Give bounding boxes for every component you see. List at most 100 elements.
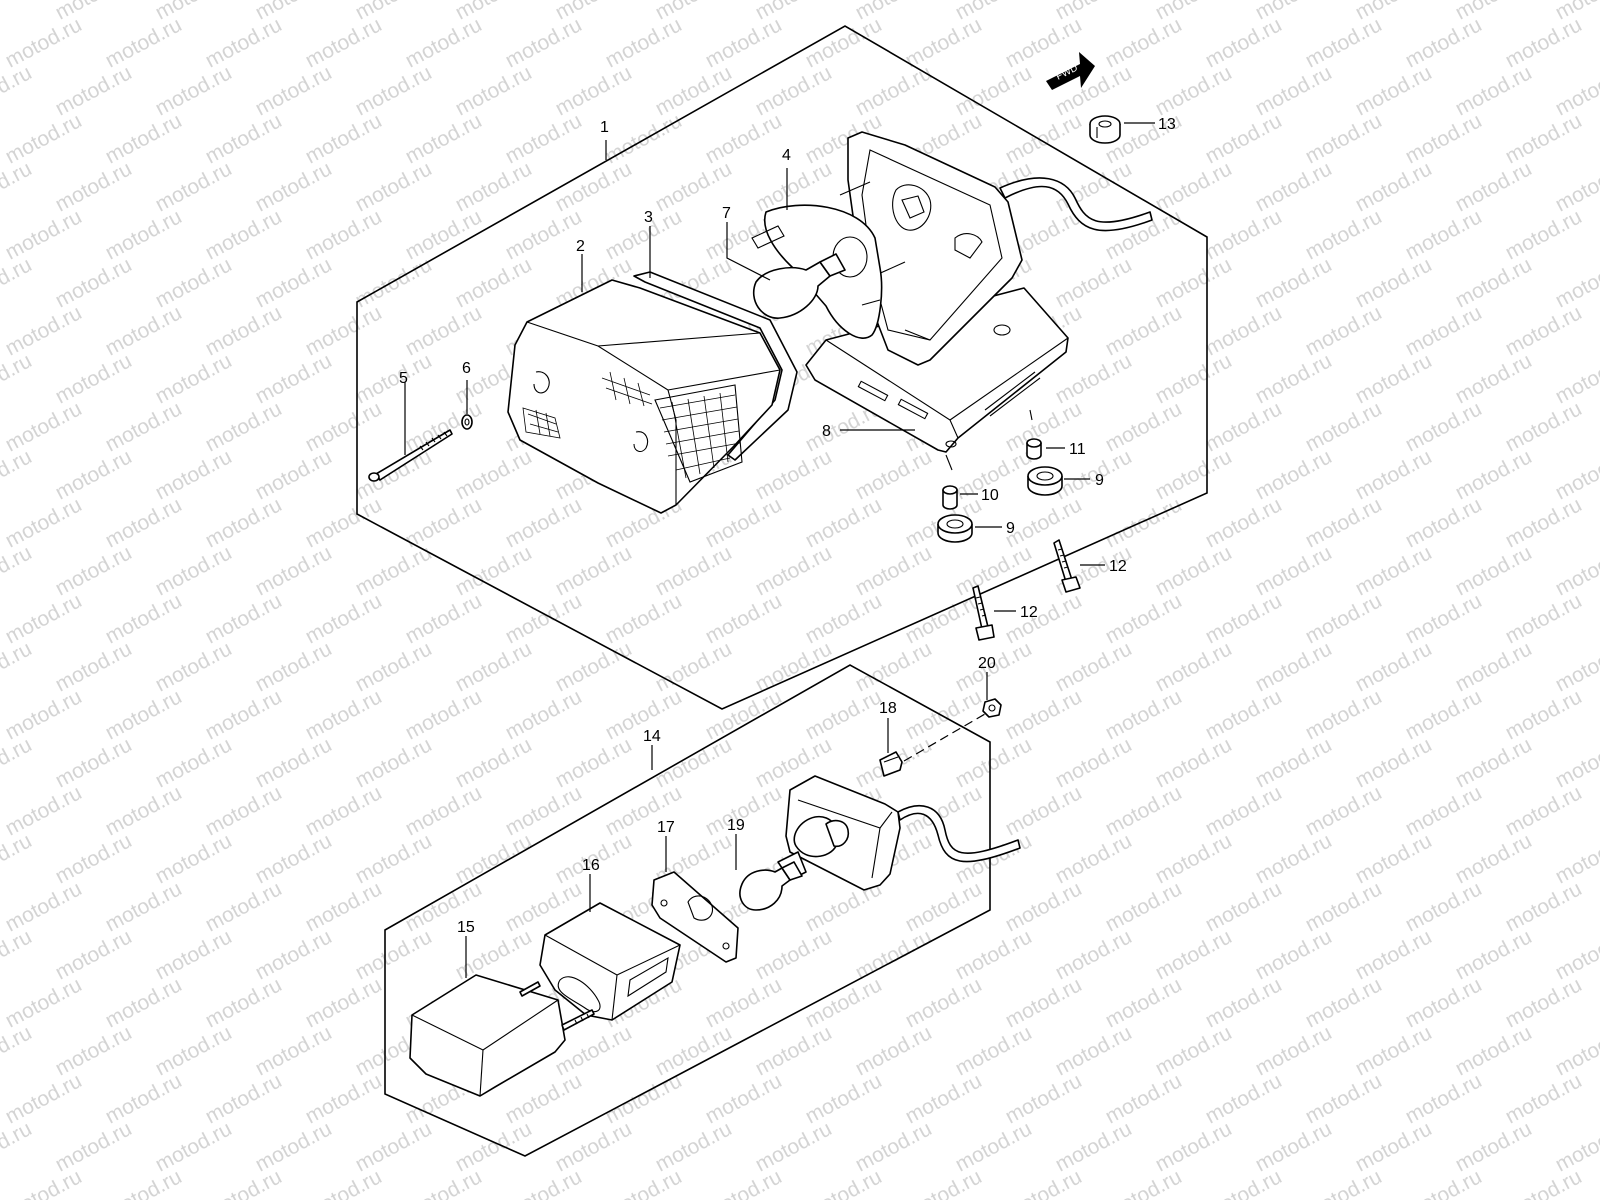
watermark-text: motod.ru [1502, 973, 1586, 1032]
watermark-text: motod.ru [1502, 781, 1586, 840]
callout-12-upper: 12 [1109, 558, 1127, 575]
watermark-text: motod.ru [202, 493, 286, 552]
watermark-text: motod.ru [1352, 1117, 1436, 1176]
watermark-text: motod.ru [102, 589, 186, 648]
collar-10 [942, 485, 958, 510]
grommet-9-upper [1027, 466, 1063, 496]
watermark-text: motod.ru [302, 109, 386, 168]
watermark-text: motod.ru [1352, 445, 1436, 504]
watermark-text: motod.ru [1002, 685, 1086, 744]
watermark-text: motod.ru [0, 349, 36, 408]
watermark-text: motod.ru [402, 13, 486, 72]
watermark-text: motod.ru [52, 1021, 136, 1080]
watermark-text: motod.ru [1252, 829, 1336, 888]
callout-13: 13 [1158, 116, 1176, 133]
washer-6 [461, 414, 473, 430]
watermark-text: motod.ru [1202, 493, 1286, 552]
watermark-text: motod.ru [502, 493, 586, 552]
watermark-text: motod.ru [202, 973, 286, 1032]
watermark-text: motod.ru [202, 781, 286, 840]
watermark-text: motod.ru [52, 637, 136, 696]
watermark-text: motod.ru [102, 301, 186, 360]
watermark-text: motod.ru [302, 301, 386, 360]
watermark-text: motod.ru [702, 109, 786, 168]
watermark-text: motod.ru [302, 877, 386, 936]
watermark-text: motod.ru [152, 925, 236, 984]
watermark-text: motod.ru [1402, 685, 1486, 744]
lens-15 [409, 974, 595, 1097]
watermark-text: motod.ru [702, 1069, 786, 1128]
watermark-text: motod.ru [252, 253, 336, 312]
watermark-text: motod.ru [2, 397, 86, 456]
watermark-text: motod.ru [1302, 973, 1386, 1032]
watermark-text: motod.ru [1152, 637, 1236, 696]
watermark-text: motod.ru [202, 1165, 286, 1200]
watermark-text: motod.ru [252, 1117, 336, 1176]
watermark-text: motod.ru [1302, 781, 1386, 840]
watermark-text: motod.ru [852, 1021, 936, 1080]
callout-16: 16 [582, 857, 600, 874]
watermark-text: motod.ru [752, 925, 836, 984]
watermark-text: motod.ru [752, 445, 836, 504]
callout-9-lower: 9 [1006, 520, 1015, 537]
watermark-text: motod.ru [1402, 781, 1486, 840]
callout-5: 5 [399, 370, 408, 387]
bulb-19 [739, 861, 803, 911]
watermark-text: motod.ru [952, 1021, 1036, 1080]
watermark-text: motod.ru [352, 349, 436, 408]
watermark-text: motod.ru [1452, 733, 1536, 792]
watermark-text: motod.ru [1302, 589, 1386, 648]
watermark-text: motod.ru [202, 589, 286, 648]
watermark-text: motod.ru [802, 1165, 886, 1200]
watermark-text: motod.ru [252, 925, 336, 984]
watermark-text: motod.ru [1052, 733, 1136, 792]
watermark-text: motod.ru [1152, 445, 1236, 504]
watermark-text: motod.ru [2, 205, 86, 264]
callout-17: 17 [657, 819, 675, 836]
watermark-text: motod.ru [702, 493, 786, 552]
watermark-text: motod.ru [0, 1117, 36, 1176]
watermark-text: motod.ru [802, 1069, 886, 1128]
watermark-text: motod.ru [1352, 1021, 1436, 1080]
watermark-text: motod.ru [102, 397, 186, 456]
watermark-text: motod.ru [1352, 925, 1436, 984]
screw-5 [368, 429, 453, 482]
watermark-text: motod.ru [352, 157, 436, 216]
watermark-text: motod.ru [802, 685, 886, 744]
watermark-text: motod.ru [352, 637, 436, 696]
watermark-text: motod.ru [1302, 685, 1386, 744]
watermark-text: motod.ru [1202, 973, 1286, 1032]
watermark-text: motod.ru [302, 397, 386, 456]
watermark-text: motod.ru [102, 109, 186, 168]
watermark-text: motod.ru [1202, 1069, 1286, 1128]
collar-11 [1026, 438, 1042, 460]
grommet-13 [1089, 115, 1121, 144]
watermark-text: motod.ru [452, 637, 536, 696]
watermark-text: motod.ru [902, 685, 986, 744]
watermark-text: motod.ru [502, 685, 586, 744]
watermark-text: motod.ru [802, 589, 886, 648]
watermark-text: motod.ru [852, 541, 936, 600]
watermark-text: motod.ru [502, 1165, 586, 1200]
watermark-text: motod.ru [952, 733, 1036, 792]
watermark-text: motod.ru [702, 973, 786, 1032]
callout-1: 1 [600, 119, 609, 136]
lamp-base [777, 775, 1021, 891]
watermark-text: motod.ru [152, 733, 236, 792]
watermark-text: motod.ru [0, 253, 36, 312]
watermark-text: motod.ru [0, 61, 36, 120]
watermark-text: motod.ru [452, 445, 536, 504]
watermark-text: motod.ru [2, 109, 86, 168]
watermark-text: motod.ru [902, 973, 986, 1032]
watermark-text: motod.ru [352, 253, 436, 312]
watermark-text: motod.ru [502, 205, 586, 264]
watermark-text: motod.ru [1402, 397, 1486, 456]
watermark-text: motod.ru [1452, 1021, 1536, 1080]
watermark-text: motod.ru [1352, 61, 1436, 120]
callout-8: 8 [822, 423, 831, 440]
watermark-text: motod.ru [1102, 301, 1186, 360]
watermark-text: motod.ru [402, 205, 486, 264]
watermark-text: motod.ru [1452, 349, 1536, 408]
watermark-text: motod.ru [1452, 445, 1536, 504]
watermark-text: motod.ru [2, 973, 86, 1032]
